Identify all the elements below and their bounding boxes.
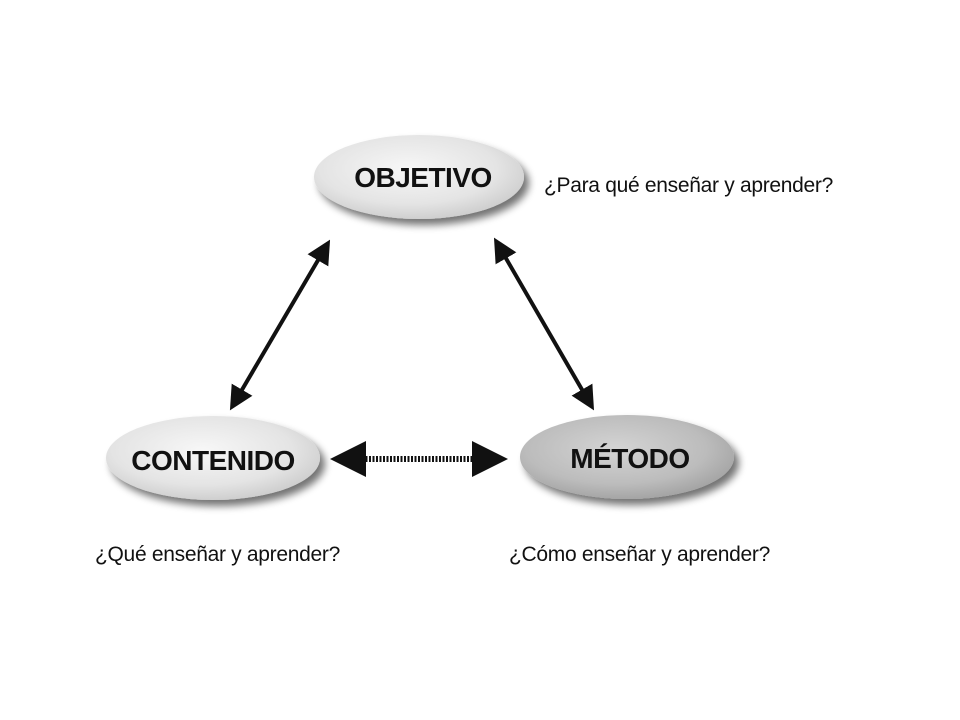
node-contenido-label: CONTENIDO [131, 445, 295, 476]
arrow-objetivo-metodo [493, 237, 595, 411]
arrow-objetivo-contenido [229, 239, 331, 411]
node-objetivo: OBJETIVO [314, 135, 524, 219]
node-metodo: MÉTODO [520, 415, 734, 499]
node-objetivo-label: OBJETIVO [354, 162, 492, 193]
node-contenido: CONTENIDO [106, 416, 320, 500]
node-objetivo-question: ¿Para qué enseñar y aprender? [544, 174, 833, 197]
node-metodo-label: MÉTODO [570, 443, 689, 474]
node-metodo-question: ¿Cómo enseñar y aprender? [509, 543, 770, 566]
node-contenido-question: ¿Qué enseñar y aprender? [95, 543, 340, 566]
